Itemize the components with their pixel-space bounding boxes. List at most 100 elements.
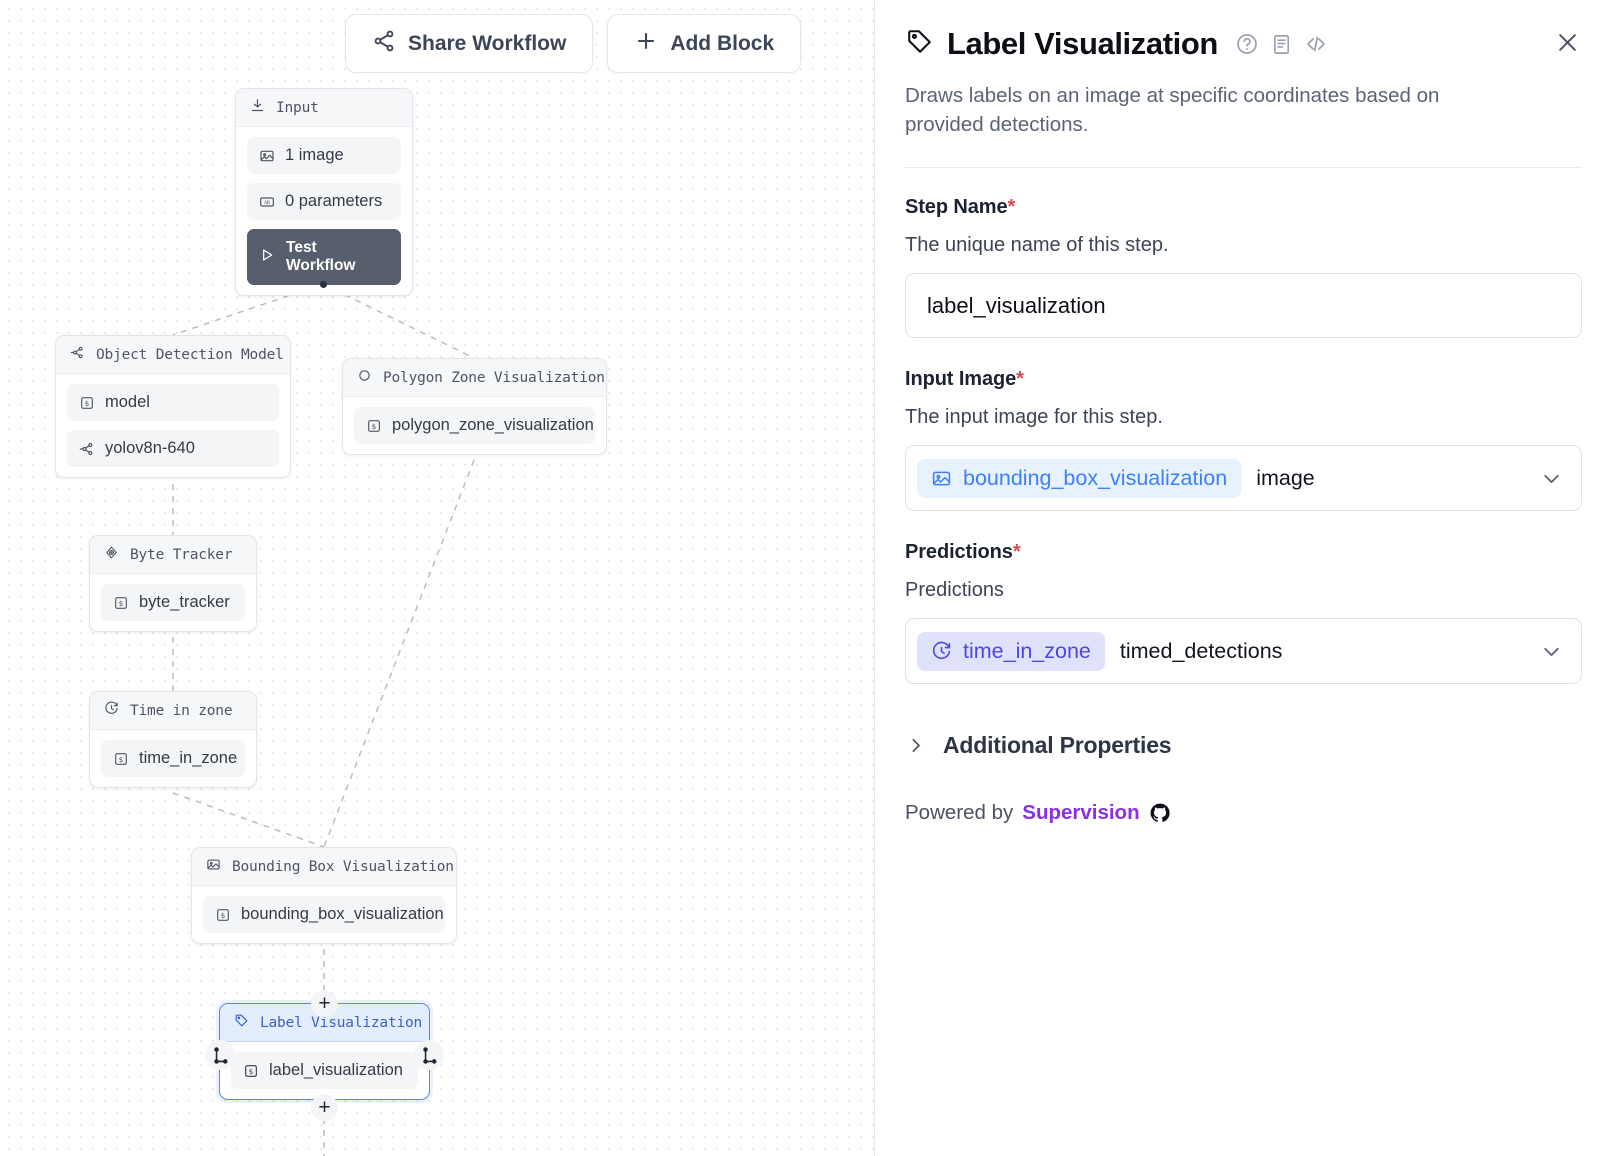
powered-by-prefix: Powered by (905, 801, 1014, 825)
target-icon (104, 545, 119, 564)
branch-right-handle[interactable] (414, 1040, 444, 1070)
circle-icon (357, 368, 372, 387)
field-predictions-text: Predictions (905, 541, 1013, 564)
bbv-row-output[interactable]: $ bounding_box_visualization (203, 896, 445, 933)
field-step-name: Step Name* The unique name of this step. (905, 196, 1582, 339)
block-properties-panel: Label Visualization (874, 0, 1612, 1156)
field-step-name-help: The unique name of this step. (905, 234, 1169, 257)
pzv-row-output[interactable]: $ polygon_zone_visualization (354, 407, 595, 444)
image-icon (259, 148, 275, 164)
share-workflow-label: Share Workflow (408, 31, 567, 55)
svg-text:$: $ (372, 422, 377, 431)
svg-text:$: $ (85, 399, 90, 408)
node-polygon-zone-visualization-header: Polygon Zone Visualization (343, 359, 606, 397)
model-graph-icon (79, 441, 95, 457)
node-polygon-zone-visualization[interactable]: Polygon Zone Visualization $ polygon_zon… (342, 358, 607, 455)
field-input-image: Input Image* The input image for this st… (905, 368, 1582, 512)
tag-icon (905, 27, 934, 61)
branch-icon (422, 1046, 437, 1064)
docs-book-icon[interactable] (1270, 33, 1293, 56)
powered-by-footer: Powered by Supervision (905, 801, 1582, 825)
block-description: Draws labels on an image at specific coo… (905, 84, 1440, 137)
add-node-top-handle[interactable]: + (311, 990, 338, 1017)
canvas-toolbar: Share Workflow Add Block (345, 14, 802, 73)
field-predictions-label: Predictions* (905, 541, 1582, 564)
variable-icon: $ (113, 595, 129, 611)
node-polygon-zone-visualization-title: Polygon Zone Visualization (383, 369, 605, 386)
odm-row-weights[interactable]: yolov8n-640 (67, 430, 279, 467)
predictions-source-chip: time_in_zone (917, 631, 1105, 671)
chevron-right-icon (905, 735, 926, 756)
node-bounding-box-visualization[interactable]: Bounding Box Visualization $ bounding_bo… (191, 847, 457, 944)
bbv-row-output-label: bounding_box_visualization (241, 905, 444, 923)
branch-left-handle[interactable] (205, 1040, 235, 1070)
odm-row-model-label: model (105, 393, 150, 411)
variable-icon: $ (113, 751, 129, 767)
svg-text:$: $ (221, 911, 226, 920)
tiz-row-output-label: time_in_zone (139, 749, 238, 767)
node-time-in-zone-header: Time in zone (90, 692, 256, 730)
plus-icon: + (318, 992, 331, 1015)
node-label-visualization-title: Label Visualization (260, 1014, 423, 1031)
odm-row-model[interactable]: $ model (67, 384, 279, 421)
node-input[interactable]: Input 1 image AB (235, 88, 413, 296)
close-icon (1554, 29, 1581, 61)
input-image-select[interactable]: bounding_box_visualization image (905, 445, 1582, 512)
node-object-detection-model-header: Object Detection Model (56, 336, 290, 374)
plus-icon: + (318, 1096, 331, 1119)
code-brackets-icon[interactable] (1304, 32, 1328, 56)
input-image-count[interactable]: 1 image (247, 137, 401, 174)
add-block-button[interactable]: Add Block (607, 14, 802, 73)
supervision-link[interactable]: Supervision (1022, 801, 1140, 825)
input-image-count-label: 1 image (285, 146, 344, 164)
model-graph-icon (70, 345, 85, 364)
input-image-source-label: bounding_box_visualization (963, 465, 1228, 490)
node-object-detection-model-title: Object Detection Model (96, 346, 284, 363)
required-marker: * (1012, 541, 1021, 564)
predictions-source-label: time_in_zone (963, 638, 1091, 663)
image-icon (206, 857, 221, 876)
add-node-bottom-handle[interactable]: + (311, 1094, 338, 1121)
bt-row-output-label: byte_tracker (139, 593, 230, 611)
field-predictions: Predictions* Predictions time_in_zone ti… (905, 541, 1582, 685)
variable-icon: $ (215, 907, 231, 923)
node-object-detection-model[interactable]: Object Detection Model $ model (55, 335, 291, 478)
github-icon[interactable] (1149, 802, 1171, 824)
close-button[interactable] (1552, 30, 1582, 60)
workflow-canvas[interactable]: Share Workflow Add Block Input (0, 0, 874, 1156)
bt-row-output[interactable]: $ byte_tracker (101, 584, 245, 621)
tiz-row-output[interactable]: $ time_in_zone (101, 740, 245, 777)
tag-icon (234, 1013, 249, 1032)
predictions-select[interactable]: time_in_zone timed_detections (905, 618, 1582, 685)
input-output-anchor[interactable] (320, 281, 327, 288)
input-parameter-count[interactable]: AB 0 parameters (247, 183, 401, 220)
svg-text:$: $ (249, 1067, 254, 1076)
node-bounding-box-visualization-header: Bounding Box Visualization (192, 848, 456, 886)
page-title: Label Visualization (947, 26, 1218, 61)
stopwatch-icon (931, 641, 952, 662)
header-divider (905, 167, 1582, 169)
help-circle-icon[interactable] (1235, 32, 1259, 56)
node-byte-tracker[interactable]: Byte Tracker $ byte_tracker (89, 535, 257, 632)
share-workflow-button[interactable]: Share Workflow (345, 14, 594, 73)
lv-row-output[interactable]: $ label_visualization (231, 1052, 418, 1089)
variable-icon: $ (366, 418, 382, 434)
download-icon (250, 98, 265, 117)
node-input-title: Input (276, 99, 319, 116)
pzv-row-output-label: polygon_zone_visualization (392, 416, 594, 434)
field-step-name-text: Step Name (905, 196, 1008, 219)
node-bounding-box-visualization-title: Bounding Box Visualization (232, 858, 454, 875)
additional-properties-label: Additional Properties (943, 732, 1172, 759)
plus-icon (634, 29, 658, 59)
lv-row-output-label: label_visualization (269, 1061, 403, 1079)
step-name-input[interactable] (905, 273, 1582, 339)
panel-body: Step Name* The unique name of this step.… (875, 168, 1612, 825)
input-image-source-chip: bounding_box_visualization (917, 458, 1242, 498)
svg-text:$: $ (119, 599, 124, 608)
node-label-visualization[interactable]: Label Visualization $ label_visualizatio… (219, 1003, 430, 1100)
stopwatch-icon (104, 701, 119, 720)
additional-properties-accordion[interactable]: Additional Properties (905, 732, 1582, 759)
node-time-in-zone[interactable]: Time in zone $ time_in_zone (89, 691, 257, 788)
parameter-icon: AB (259, 194, 275, 210)
test-workflow-button[interactable]: Test Workflow (247, 229, 401, 285)
